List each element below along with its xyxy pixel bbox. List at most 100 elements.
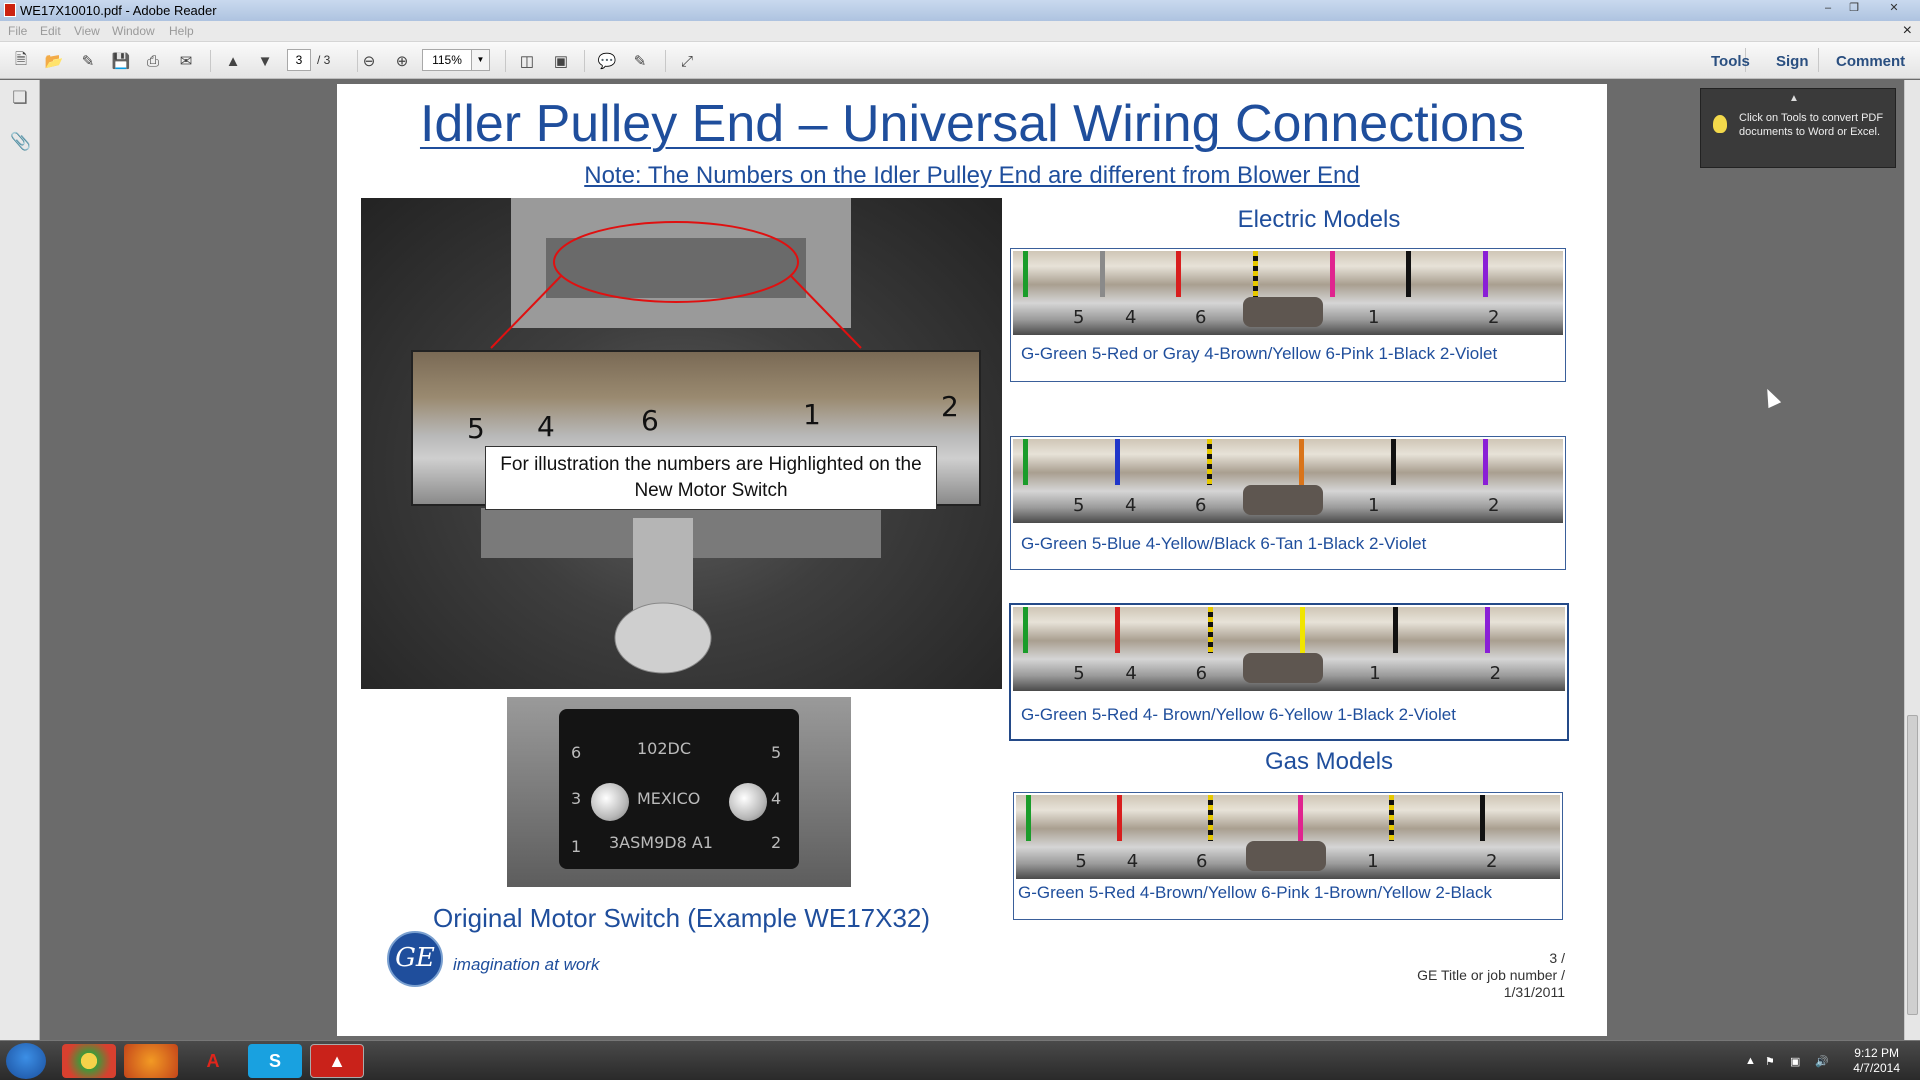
close-button[interactable]: ✕: [1889, 2, 1899, 14]
terminal-number: 4: [1125, 307, 1137, 328]
close-document-icon[interactable]: ×: [1902, 22, 1912, 39]
previous-page-icon[interactable]: ▲: [225, 52, 241, 70]
page-info-line: 1/31/2011: [1503, 984, 1565, 1000]
wire: [1116, 795, 1122, 841]
menu-edit[interactable]: Edit: [40, 24, 61, 38]
wiring-label: G-Green 5-Red 4-Brown/Yellow 6-Pink 1-Br…: [1018, 883, 1493, 902]
terminal-number: 6: [1195, 663, 1208, 684]
terminal-number: 6: [1195, 495, 1207, 516]
highlight-icon[interactable]: ✎: [633, 53, 647, 70]
menu-help[interactable]: Help: [169, 24, 194, 38]
terminal-number: 4: [1125, 495, 1137, 516]
terminal-number: 6: [1196, 851, 1208, 872]
zoom-in-icon[interactable]: ⊕: [395, 53, 409, 70]
edit-document-icon[interactable]: ✎: [81, 53, 95, 70]
terminal-number: 2: [1488, 307, 1500, 328]
zoom-dropdown-icon[interactable]: ▼: [472, 49, 490, 71]
wire: [1483, 251, 1488, 297]
network-icon[interactable]: ▣: [1790, 1056, 1801, 1068]
sign-link[interactable]: Sign: [1776, 53, 1809, 70]
adobe-reader-taskbar-icon[interactable]: ▲: [310, 1044, 364, 1078]
wiring-label: G-Green 5-Red 4- Brown/Yellow 6-Yellow 1…: [1021, 705, 1456, 724]
start-button[interactable]: [6, 1043, 46, 1079]
terminal-number: 5: [1073, 307, 1085, 328]
menu-file[interactable]: File: [8, 24, 28, 38]
create-pdf-icon[interactable]: 🗎: [14, 50, 28, 68]
taskbar: A S ▲ ▲ ⚑ ▣ 🔊 9:12 PM 4/7/2014: [0, 1040, 1920, 1080]
page-info: 3 / GE Title or job number / 1/31/2011: [1417, 950, 1565, 1001]
wire: [1485, 607, 1490, 653]
slide-note: Note: The Numbers on the Idler Pulley En…: [584, 162, 1360, 189]
expand-icon[interactable]: ⤢: [680, 52, 693, 70]
system-clock[interactable]: 9:12 PM 4/7/2014: [1853, 1046, 1900, 1076]
wire: [1299, 439, 1304, 485]
screw: [591, 783, 629, 821]
pin-label: 3: [571, 789, 582, 808]
vertical-scrollbar[interactable]: [1904, 80, 1920, 1040]
switch-actuator: [1243, 485, 1323, 515]
scrollbar-thumb[interactable]: [1907, 715, 1918, 1015]
window-title-bar: WE17X10010.pdf - Adobe Reader – ❐ ✕: [0, 0, 1920, 21]
toolbar-separator: [505, 50, 506, 72]
page-thumbnails-icon[interactable]: ❏: [12, 88, 28, 107]
next-page-icon[interactable]: ▼: [257, 52, 273, 70]
comment-link[interactable]: Comment: [1836, 53, 1906, 70]
comment-icon[interactable]: 💬: [597, 53, 617, 70]
switch-bay: [546, 238, 806, 298]
gas-models-heading: Gas Models: [1264, 748, 1394, 775]
slide-title: Idler Pulley End – Universal Wiring Conn…: [419, 95, 1525, 153]
tools-link[interactable]: Tools: [1711, 53, 1750, 70]
zoom-input[interactable]: 115%: [422, 49, 472, 71]
chrome-taskbar-icon[interactable]: [62, 1044, 116, 1078]
print-icon[interactable]: ⎙: [146, 52, 159, 70]
tray-expand-icon[interactable]: ▲: [1745, 1055, 1756, 1067]
maximize-button[interactable]: ❐: [1849, 2, 1859, 14]
fit-page-icon[interactable]: ◫: [519, 53, 535, 70]
zoom-out-icon[interactable]: ⊖: [362, 53, 376, 70]
chip-origin: MEXICO: [637, 789, 701, 808]
terminal-number: 5: [1073, 663, 1085, 684]
motor-illustration: [481, 198, 881, 674]
wire: [1329, 251, 1335, 297]
open-file-icon[interactable]: 📂: [44, 53, 64, 70]
flag-icon[interactable]: ⚑: [1765, 1056, 1775, 1068]
motor-photo: 5 4 6 1 2 For illustration the numbers a…: [361, 198, 1002, 689]
navigation-pane: ❏ 📎: [0, 80, 40, 1040]
wiring-label: G-Green 5-Blue 4-Yellow/Black 6-Tan 1-Bl…: [1021, 534, 1427, 553]
tooltip-text: Click on Tools to convert PDF documents …: [1739, 112, 1884, 138]
volume-icon[interactable]: 🔊: [1815, 1056, 1829, 1068]
callout-line-left: [490, 275, 562, 349]
wire: [1176, 251, 1182, 297]
terminal-number: 4: [1125, 663, 1137, 684]
firefox-taskbar-icon[interactable]: [124, 1044, 178, 1078]
menu-window[interactable]: Window: [112, 24, 155, 38]
page-number-input[interactable]: 3: [287, 49, 311, 71]
terminal-number: 2: [941, 390, 959, 423]
fit-width-icon[interactable]: ▣: [553, 53, 569, 70]
toolbar-separator: [357, 50, 358, 72]
wire: [1483, 439, 1488, 485]
terminal-number: 6: [641, 404, 659, 437]
pin-label: 2: [771, 833, 782, 852]
terminal-number: 6: [1195, 307, 1207, 328]
skype-taskbar-icon[interactable]: S: [248, 1044, 302, 1078]
minimize-button[interactable]: –: [1824, 2, 1832, 14]
window-title: WE17X10010.pdf - Adobe Reader: [20, 3, 217, 18]
email-icon[interactable]: ✉: [179, 53, 193, 70]
tools-tooltip[interactable]: ▲ Click on Tools to convert PDF document…: [1700, 88, 1896, 168]
pulley: [614, 602, 712, 674]
chip-model: 102DC: [637, 739, 692, 758]
menu-view[interactable]: View: [74, 24, 100, 38]
terminal-number: 4: [1126, 851, 1139, 872]
acrobat-taskbar-icon[interactable]: A: [206, 1050, 220, 1071]
save-icon[interactable]: 💾: [111, 53, 131, 70]
original-switch-caption: Original Motor Switch (Example WE17X32): [432, 903, 931, 933]
wire: [1298, 795, 1304, 841]
pin-label: 1: [571, 837, 582, 856]
attachments-icon[interactable]: 📎: [10, 132, 32, 151]
wire: [1026, 795, 1031, 841]
